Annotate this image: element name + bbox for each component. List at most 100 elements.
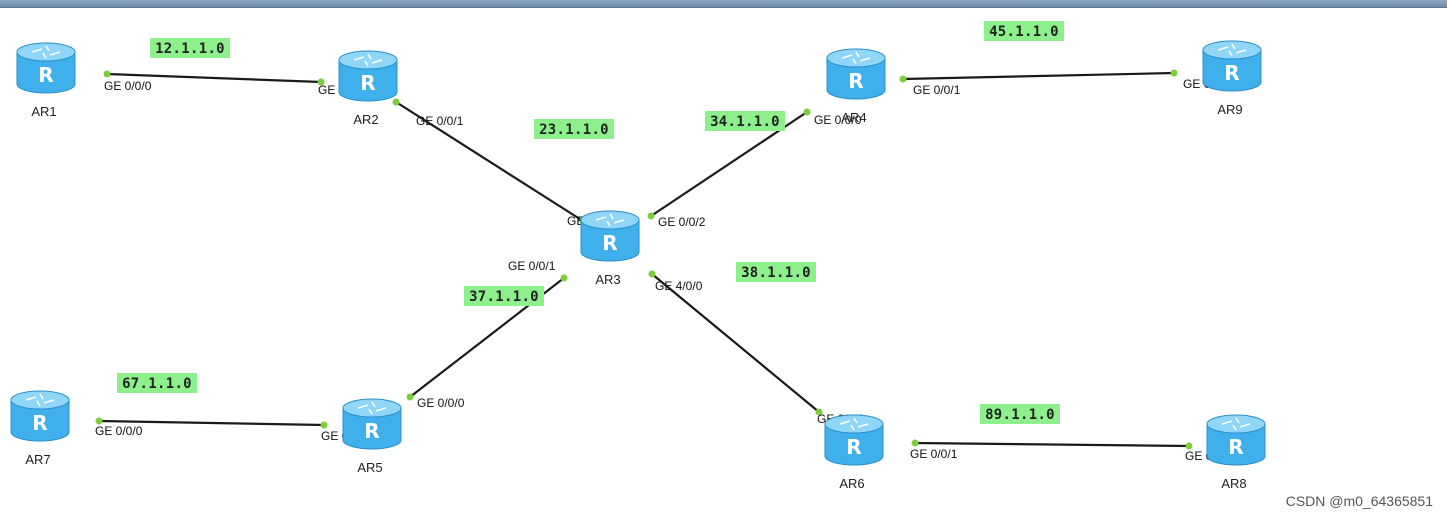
router-name: AR9 — [1217, 102, 1242, 117]
port-label-ar7: GE 0/0/0 — [95, 424, 143, 438]
router-icon-letter: R — [602, 231, 617, 255]
link-ar4-ar9[interactable] — [902, 71, 1175, 81]
network-label-bg — [117, 373, 197, 393]
port-label-ar4: GE 0/0/1 — [913, 83, 961, 97]
router-top — [338, 50, 398, 70]
router-body — [1206, 423, 1266, 466]
router-body — [1202, 49, 1262, 92]
port-dot — [560, 274, 568, 282]
port-dot — [95, 417, 103, 425]
router-name: AR1 — [31, 104, 56, 119]
router-name: AR7 — [25, 452, 50, 467]
router-top — [580, 210, 640, 230]
network-label-bg — [705, 111, 785, 131]
router-body — [824, 423, 884, 466]
network-label: 45.1.1.0 — [989, 24, 1059, 40]
port-dot — [320, 421, 328, 429]
router-body — [826, 57, 886, 100]
network-label: 67.1.1.0 — [122, 376, 192, 392]
router-arrows-icon — [1217, 43, 1247, 57]
port-dot — [392, 98, 400, 106]
network-label: 37.1.1.0 — [469, 289, 539, 305]
router-top — [826, 48, 886, 68]
router-icon-letter: R — [1224, 61, 1239, 85]
link-ar6-ar8[interactable] — [914, 441, 1190, 448]
network-label-bg — [464, 286, 544, 306]
port-dot — [815, 408, 823, 416]
router-icon-letter: R — [360, 71, 375, 95]
link-ar3-ar6[interactable] — [651, 273, 820, 413]
router-arrows-icon — [595, 213, 625, 227]
router-ar3[interactable]: R AR3 — [580, 210, 640, 287]
router-ar8[interactable]: R AR8 — [1206, 414, 1266, 491]
router-arrows-icon — [839, 417, 869, 431]
router-ar7[interactable]: R AR7 — [10, 390, 70, 467]
router-arrows-icon — [357, 401, 387, 415]
port-dot — [648, 270, 656, 278]
router-icon-letter: R — [1228, 435, 1243, 459]
router-body — [580, 219, 640, 262]
router-icon-letter: R — [846, 435, 861, 459]
port-dot — [103, 70, 111, 78]
watermark: CSDN @m0_64365851 — [1285, 493, 1433, 509]
router-top — [1206, 414, 1266, 434]
port-label-ar3: GE 0/0/2 — [658, 215, 706, 229]
port-dot — [899, 75, 907, 83]
link-ar2-ar3[interactable] — [395, 101, 584, 222]
window-top-bar — [0, 0, 1447, 8]
network-label-bg — [984, 21, 1064, 41]
router-ar4[interactable]: R AR4 — [826, 48, 886, 125]
network-label-bg — [980, 404, 1060, 424]
port-dot — [1185, 442, 1193, 450]
network-label: 89.1.1.0 — [985, 407, 1055, 423]
router-icon-letter: R — [38, 63, 53, 87]
network-label: 38.1.1.0 — [741, 265, 811, 281]
network-label: 34.1.1.0 — [710, 114, 780, 130]
router-ar2[interactable]: R AR2 — [338, 50, 398, 127]
port-dot — [647, 212, 655, 220]
router-name: AR4 — [841, 110, 866, 125]
router-name: AR2 — [353, 112, 378, 127]
router-body — [10, 399, 70, 442]
router-name: AR6 — [839, 476, 864, 491]
router-ar6[interactable]: R AR6 — [824, 414, 884, 491]
network-label-bg — [534, 119, 614, 139]
router-ar9[interactable]: R AR9 — [1202, 40, 1262, 117]
network-label: 12.1.1.0 — [155, 41, 225, 57]
router-top — [16, 42, 76, 62]
port-dot — [803, 108, 811, 116]
network-label-bg — [150, 38, 230, 58]
router-arrows-icon — [841, 51, 871, 65]
port-label-ar6: GE 0/0/1 — [910, 447, 958, 461]
router-body — [338, 59, 398, 102]
port-label-ar3: GE 0/0/1 — [508, 259, 556, 273]
router-body — [16, 51, 76, 94]
network-label: 23.1.1.0 — [539, 122, 609, 138]
link-ar7-ar5[interactable] — [98, 419, 325, 427]
router-top — [342, 398, 402, 418]
port-label-ar4: GE 0/0/0 — [814, 113, 862, 127]
router-arrows-icon — [25, 393, 55, 407]
router-ar1[interactable]: R AR1 — [16, 42, 76, 119]
link-ar1-ar2[interactable] — [106, 72, 322, 84]
port-dot — [406, 393, 414, 401]
port-label-ar5: GE 0/0/0 — [417, 396, 465, 410]
router-name: AR3 — [595, 272, 620, 287]
router-arrows-icon — [353, 53, 383, 67]
router-name: AR8 — [1221, 476, 1246, 491]
router-name: AR5 — [357, 460, 382, 475]
router-icon-letter: R — [848, 69, 863, 93]
router-arrows-icon — [31, 45, 61, 59]
network-label-bg — [736, 262, 816, 282]
port-dot — [317, 78, 325, 86]
port-dot — [911, 439, 919, 447]
router-icon-letter: R — [32, 411, 47, 435]
port-dot — [1170, 69, 1178, 77]
router-arrows-icon — [1221, 417, 1251, 431]
port-label-ar2: GE 0/0/1 — [416, 114, 464, 128]
port-label-ar1: GE 0/0/0 — [104, 79, 152, 93]
router-top — [824, 414, 884, 434]
router-body — [342, 407, 402, 450]
